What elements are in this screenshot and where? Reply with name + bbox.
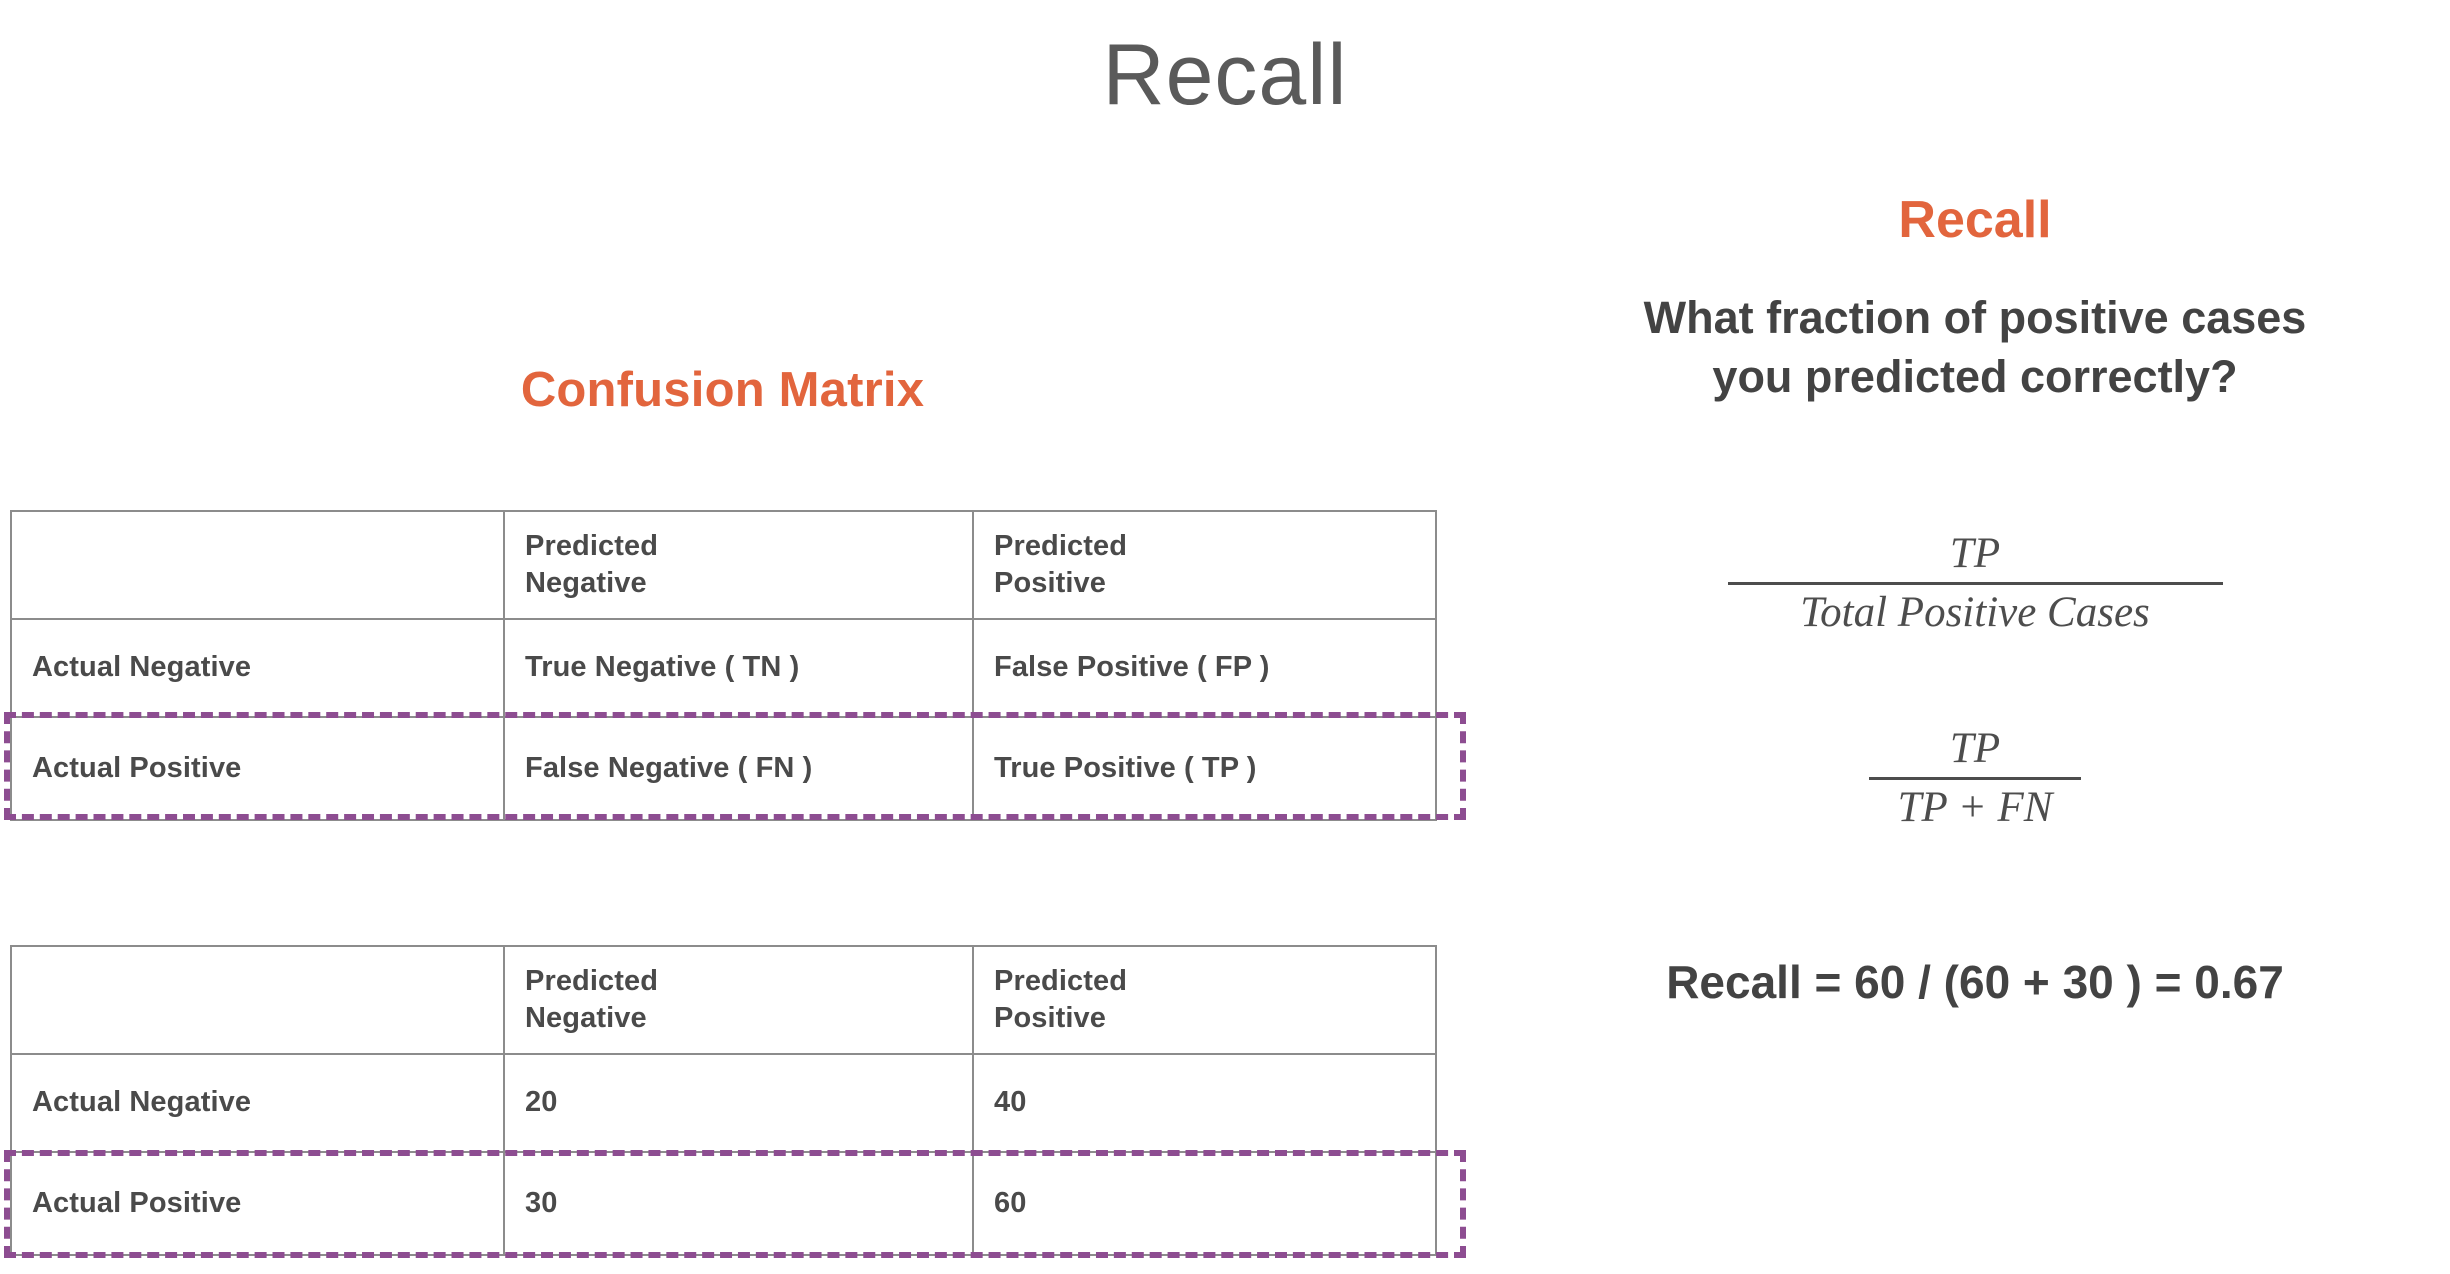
row-label-actual-negative: Actual Negative	[10, 1053, 505, 1153]
confusion-matrix-table-concepts: Predicted Negative Predicted Positive Ac…	[10, 510, 1437, 821]
formula-denominator: Total Positive Cases	[1800, 589, 2150, 637]
table-row: Actual Positive False Negative ( FN ) Tr…	[10, 716, 1437, 821]
formula-numerator: TP	[1949, 725, 2001, 772]
recall-definition-panel: Recall What fraction of positive cases y…	[1500, 0, 2450, 1274]
recall-question-text: What fraction of positive cases you pred…	[1643, 292, 2307, 403]
formula-recall-total-positive-cases: TP Total Positive Cases	[1575, 530, 2375, 637]
confusion-matrix-table-numbers: Predicted Negative Predicted Positive Ac…	[10, 945, 1437, 1256]
header-line-2: Positive	[994, 567, 1107, 599]
header-line-1: Predicted	[994, 964, 1128, 997]
formula-numerator: TP	[1949, 530, 2001, 577]
fraction-bar	[1727, 582, 2223, 586]
row-label-actual-negative: Actual Negative	[10, 618, 505, 718]
fraction-bar	[1869, 777, 2081, 781]
header-line-2: Positive	[994, 1002, 1107, 1034]
header-cell-corner	[10, 945, 505, 1055]
row-label-actual-positive: Actual Positive	[10, 1151, 505, 1256]
header-line-2: Negative	[525, 1002, 647, 1034]
header-line-1: Predicted	[994, 529, 1128, 562]
cell-false-negative-value: 30	[503, 1151, 974, 1256]
page-title: Recall	[1102, 27, 1348, 123]
table-header-row: Predicted Negative Predicted Positive	[10, 945, 1437, 1055]
cell-true-negative: True Negative ( TN )	[503, 618, 974, 718]
header-cell-predicted-positive: Predicted Positive	[972, 945, 1437, 1055]
header-line-1: Predicted	[525, 964, 659, 997]
cell-false-positive: False Positive ( FP )	[972, 618, 1437, 718]
row-label-actual-positive: Actual Positive	[10, 716, 505, 821]
header-line-2: Negative	[525, 567, 647, 599]
cell-false-positive-value: 40	[972, 1053, 1437, 1153]
cell-true-positive-value: 60	[972, 1151, 1437, 1256]
recall-computed-result: Recall = 60 / (60 + 30 ) = 0.67	[1666, 956, 2284, 1008]
recall-heading: Recall	[1898, 191, 2052, 249]
table-row: Actual Positive 30 60	[10, 1151, 1437, 1256]
table-row: Actual Negative 20 40	[10, 1053, 1437, 1153]
header-cell-predicted-negative: Predicted Negative	[503, 510, 974, 620]
formula-recall-tp-over-tp-plus-fn: TP TP + FN	[1690, 725, 2260, 832]
header-cell-predicted-negative: Predicted Negative	[503, 945, 974, 1055]
header-cell-predicted-positive: Predicted Positive	[972, 510, 1437, 620]
header-cell-corner	[10, 510, 505, 620]
cell-false-negative: False Negative ( FN )	[503, 716, 974, 821]
cell-true-positive: True Positive ( TP )	[972, 716, 1437, 821]
confusion-matrix-panel: Confusion Matrix Predicted Negative Pred…	[4, 363, 1466, 1258]
formula-denominator: TP + FN	[1897, 784, 2053, 832]
header-line-1: Predicted	[525, 529, 659, 562]
confusion-matrix-heading: Confusion Matrix	[520, 363, 925, 417]
table-row: Actual Negative True Negative ( TN ) Fal…	[10, 618, 1437, 718]
cell-true-negative-value: 20	[503, 1053, 974, 1153]
table-header-row: Predicted Negative Predicted Positive	[10, 510, 1437, 620]
